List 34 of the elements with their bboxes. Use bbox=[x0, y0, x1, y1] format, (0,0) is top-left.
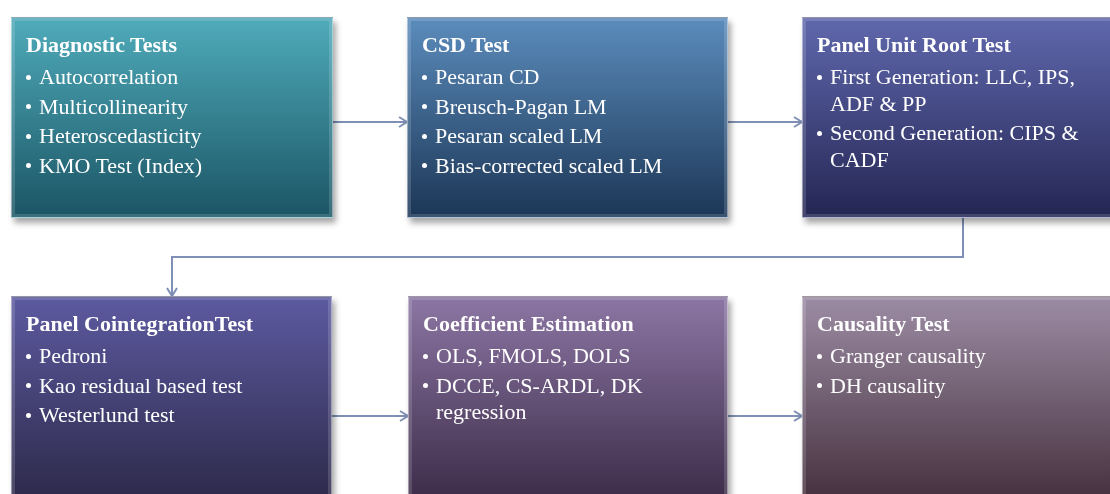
bullet-item: Breusch-Pagan LM bbox=[422, 93, 717, 121]
box-heading: Diagnostic Tests bbox=[26, 32, 178, 59]
bullet-item: Kao residual based test bbox=[26, 372, 321, 400]
arrow bbox=[727, 116, 803, 128]
bullet-item: OLS, FMOLS, DOLS bbox=[423, 343, 717, 370]
box-heading: Panel CointegrationTest bbox=[26, 311, 255, 338]
bullet-item: Autocorrelation bbox=[26, 64, 322, 91]
bullet-item: KMO Test (Index) bbox=[26, 152, 322, 179]
arrow bbox=[332, 116, 408, 128]
process-box bbox=[802, 17, 1110, 218]
bullet-item: DH causality bbox=[817, 372, 1110, 400]
bullet-item: Pesaran scaled LM bbox=[422, 123, 717, 150]
bullet-item: Multicollinearity bbox=[26, 93, 322, 121]
process-box bbox=[802, 296, 1110, 494]
arrow bbox=[166, 217, 964, 297]
bullet-item: Pedroni bbox=[26, 343, 321, 370]
bullet-item: Heteroscedasticity bbox=[26, 123, 322, 150]
bullet-item: Second Generation: CIPS & CADF bbox=[817, 120, 1110, 173]
bullet-item: Westerlund test bbox=[26, 402, 321, 429]
bullet-item: First Generation: LLC, IPS, ADF & PP bbox=[817, 64, 1110, 118]
arrow bbox=[331, 410, 409, 422]
process-box bbox=[407, 17, 728, 218]
box-heading: Causality Test bbox=[817, 311, 951, 338]
process-box bbox=[11, 296, 332, 494]
bullet-item: Bias-corrected scaled LM bbox=[422, 152, 717, 179]
bullet-item: DCCE, CS-ARDL, DK regression bbox=[423, 372, 717, 426]
bullet-item: Pesaran CD bbox=[422, 64, 717, 91]
process-box bbox=[408, 296, 728, 494]
box-heading: Panel Unit Root Test bbox=[817, 32, 1012, 59]
bullet-item: Granger causality bbox=[817, 343, 1110, 370]
process-box bbox=[11, 17, 333, 218]
arrow bbox=[727, 410, 803, 422]
box-heading: Coefficient Estimation bbox=[423, 311, 635, 338]
box-heading: CSD Test bbox=[422, 32, 511, 59]
